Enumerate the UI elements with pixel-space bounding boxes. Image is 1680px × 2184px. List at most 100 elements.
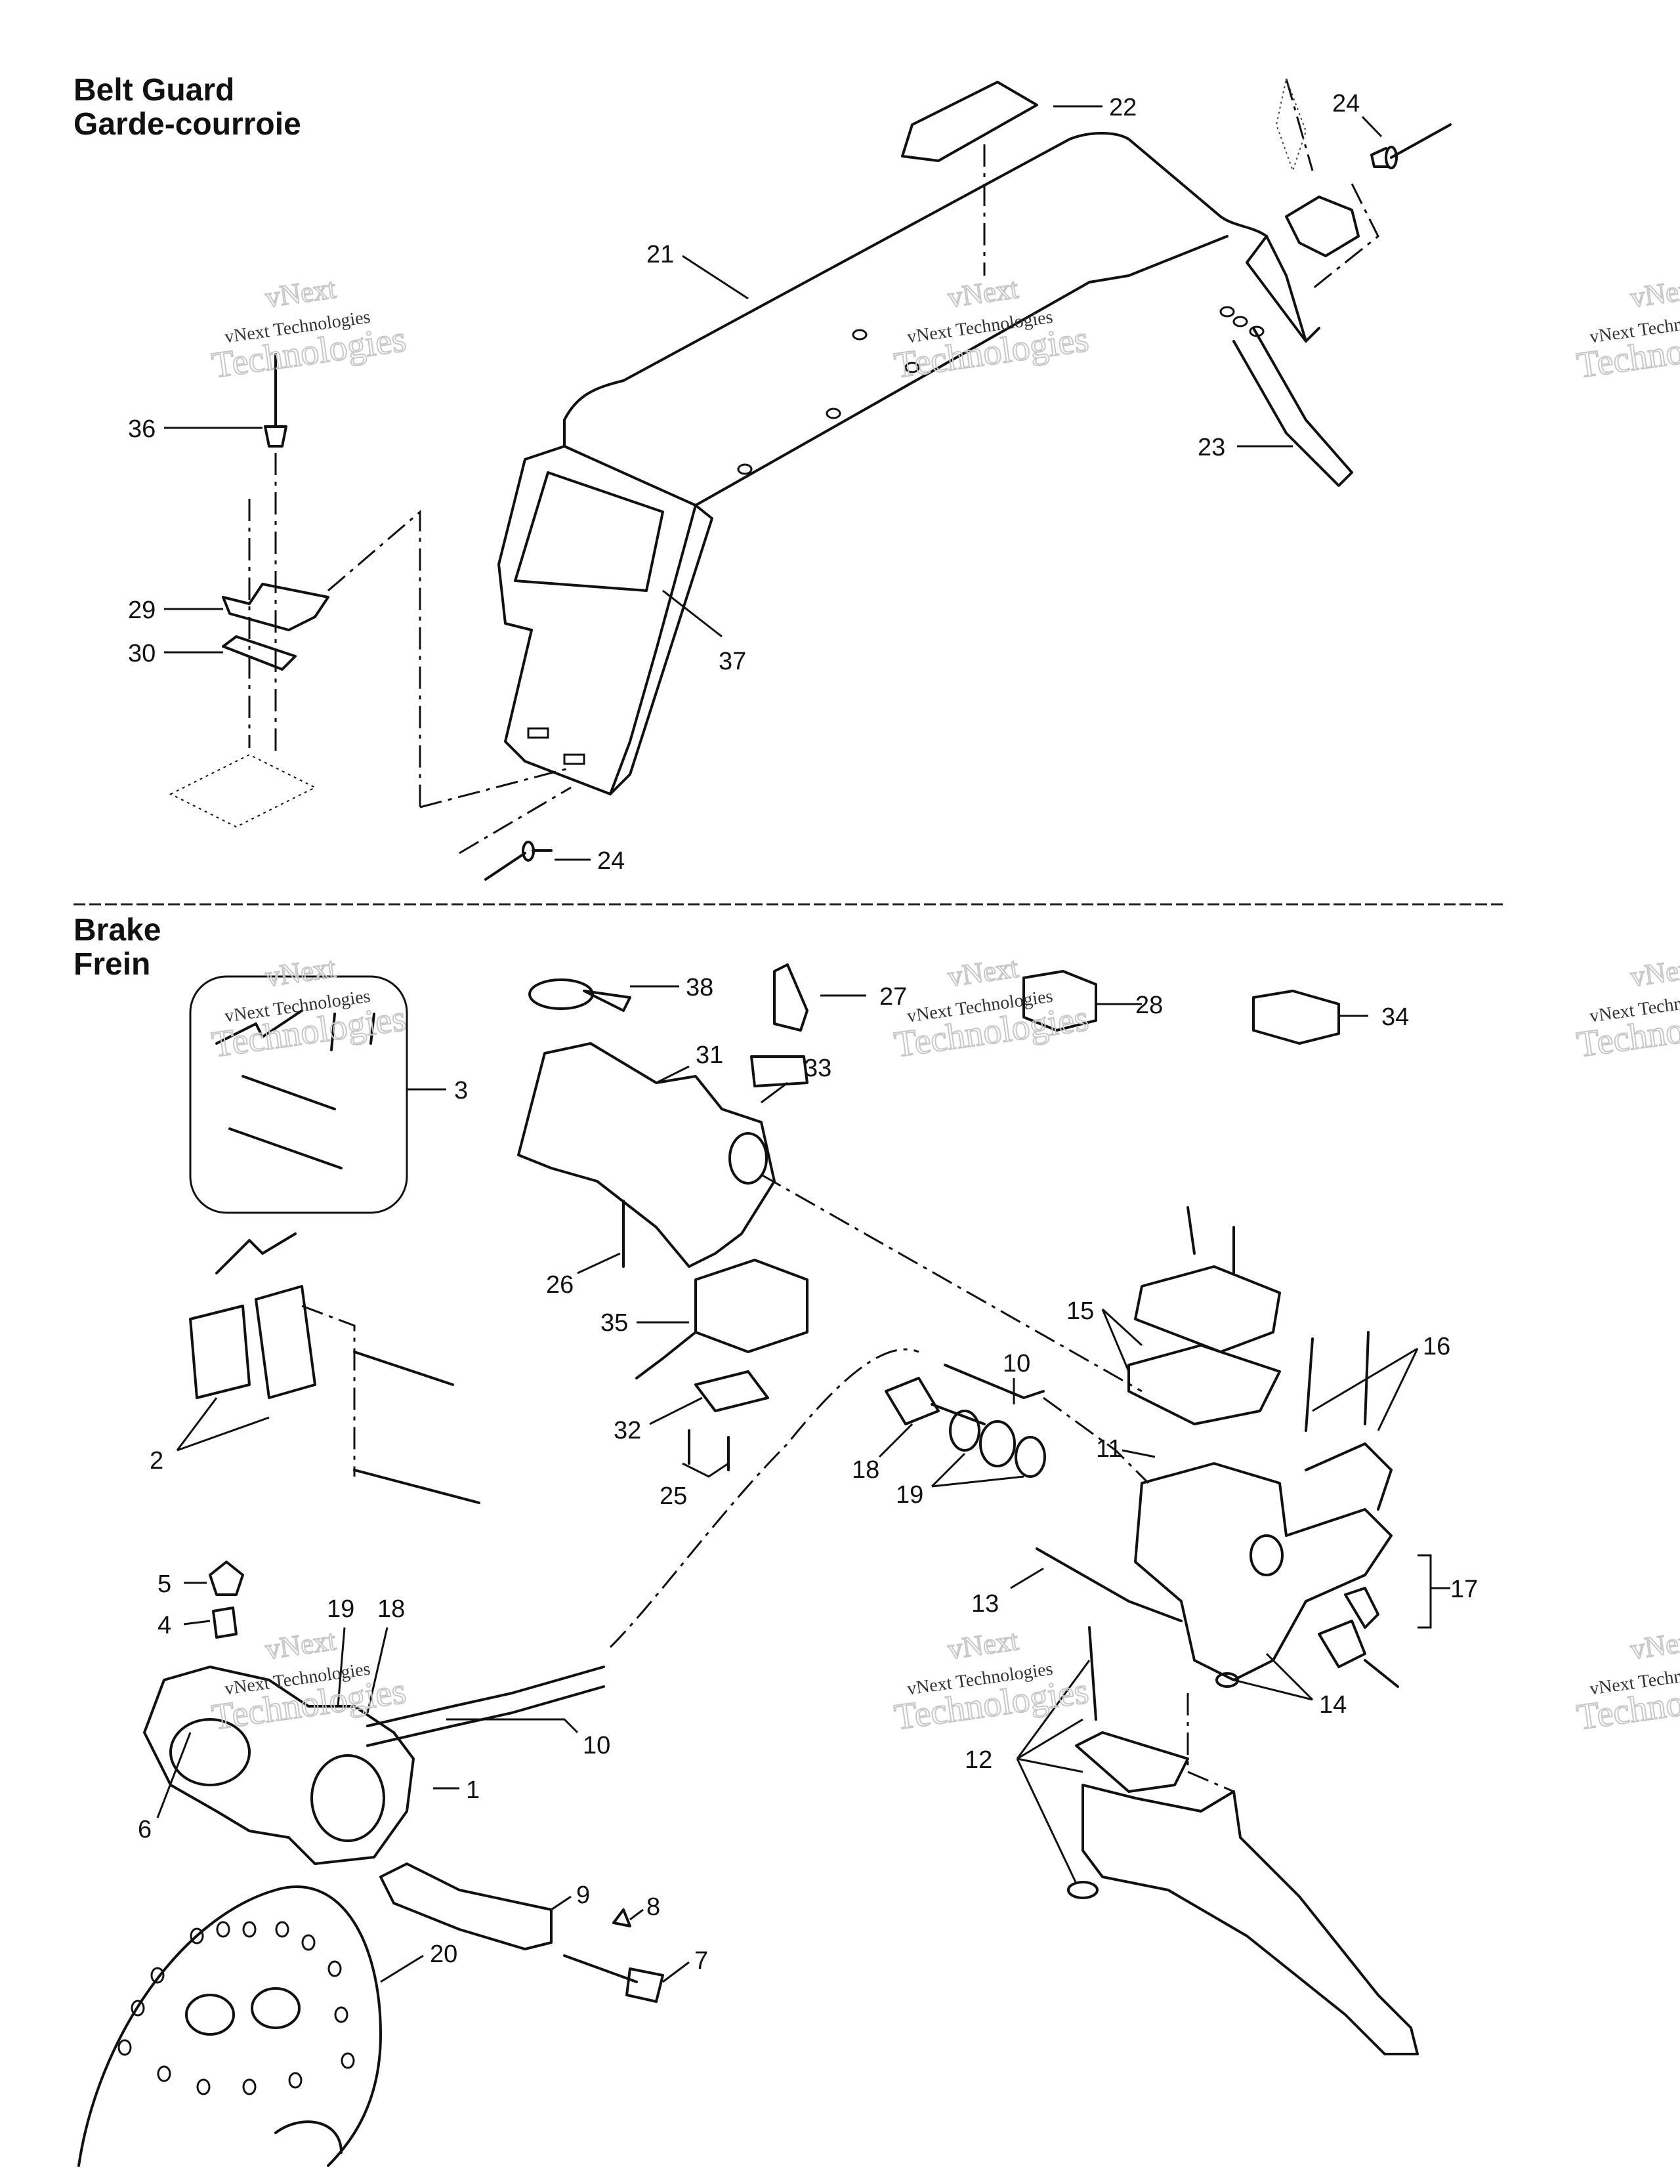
decal-22 <box>901 81 1038 162</box>
callout-5: 5 <box>158 1570 171 1598</box>
callout-30: 30 <box>128 640 156 667</box>
rivet-36 <box>264 353 287 448</box>
belt-guard-21 <box>563 132 1307 421</box>
bleeder-screw-4 <box>212 1606 238 1639</box>
watermark: vNext vNext Technologies Technologies <box>891 1624 1092 1739</box>
housing-31 <box>517 1042 776 1268</box>
strap-23 <box>1232 327 1353 487</box>
callout-34: 34 <box>1381 1003 1409 1031</box>
disc-holes <box>117 1921 355 2095</box>
callout-labels: 22 24 21 36 23 29 30 37 24 38 27 28 34 3… <box>128 90 1478 1975</box>
cable-tie-38 <box>528 978 594 1010</box>
bracket-32 <box>694 1370 769 1412</box>
decal-37 <box>514 471 664 592</box>
master-cylinder-11 <box>1134 1462 1393 1681</box>
callout-35: 35 <box>600 1309 628 1337</box>
callout-7: 7 <box>694 1947 708 1975</box>
callout-19: 19 <box>327 1595 354 1623</box>
callout-31: 31 <box>696 1041 723 1069</box>
svg-text:vNext: vNext <box>263 952 337 993</box>
svg-text:vNext: vNext <box>263 1624 337 1666</box>
clip-12 <box>1067 1881 1099 1899</box>
brake-title-en: Brake <box>74 913 161 948</box>
callout-24: 24 <box>597 847 625 875</box>
mounting-surface <box>169 753 317 828</box>
belt-guard-title-en: Belt Guard <box>74 73 235 108</box>
brake-assembly <box>77 963 1432 2167</box>
plate-30 <box>222 635 297 671</box>
spacer-12 <box>1075 1731 1189 1793</box>
brake-line-13 <box>1036 1547 1183 1622</box>
bracket-29 <box>222 583 329 631</box>
label-33 <box>750 1055 808 1087</box>
svg-text:vNext: vNext <box>263 272 337 314</box>
pivot-bolt-12 <box>1088 1626 1097 1721</box>
bolt-7 <box>563 1954 638 1983</box>
svg-text:vNext: vNext <box>946 1624 1020 1666</box>
watermark: vNext vNext Technologies Technologies <box>891 951 1092 1066</box>
callout-18: 18 <box>377 1595 405 1623</box>
brake-pad-2b <box>255 1285 316 1399</box>
callout-27: 27 <box>879 983 907 1011</box>
watermark: vNext vNext Technologies Technologies <box>209 951 410 1066</box>
brake-hose-10 <box>366 1666 605 1727</box>
section-title-brake: Brake Frein <box>74 914 161 982</box>
callout-19: 19 <box>896 1481 923 1509</box>
callout-12: 12 <box>965 1746 992 1774</box>
screw-16a <box>1305 1337 1314 1432</box>
pin-kit-box-3 <box>189 975 408 1214</box>
washer-19b <box>1015 1436 1046 1478</box>
brake-title-fr: Frein <box>74 947 151 982</box>
leader-lines <box>156 105 1450 1983</box>
callout-28: 28 <box>1135 992 1163 1019</box>
mounting-plate-9 <box>379 1862 553 1950</box>
callout-13: 13 <box>971 1590 999 1618</box>
callout-36: 36 <box>128 415 156 443</box>
brake-lever <box>1082 1784 1419 2055</box>
clip-top-right <box>1285 196 1360 257</box>
svg-text:vNext: vNext <box>1628 272 1680 314</box>
svg-text:vNext: vNext <box>946 952 1020 993</box>
callout-3: 3 <box>454 1077 468 1104</box>
callout-20: 20 <box>430 1941 457 1968</box>
hose-end-10 <box>944 1364 1045 1399</box>
watermarks: vNext vNext Technologies Technologies vN… <box>209 272 1680 1739</box>
callout-9: 9 <box>576 1881 590 1909</box>
watermark: vNext vNext Technologies Technologies <box>209 272 410 387</box>
callout-4: 4 <box>158 1612 171 1639</box>
rivet-24-bottom <box>484 841 553 881</box>
bleeder-cap-5 <box>209 1561 244 1596</box>
banjo-fitting <box>979 1420 1016 1467</box>
callout-6: 6 <box>138 1816 152 1843</box>
boot-17 <box>1344 1587 1379 1629</box>
callout-21: 21 <box>646 241 674 268</box>
callout-25: 25 <box>660 1482 687 1510</box>
svg-text:vNext: vNext <box>1628 952 1680 993</box>
belt-guard-assembly <box>169 76 1452 881</box>
callout-29: 29 <box>128 597 156 624</box>
callout-38: 38 <box>686 974 713 1001</box>
callout-10: 10 <box>1003 1350 1030 1377</box>
banjo-bolt-18 <box>885 1377 940 1425</box>
watermark: vNext vNext Technologies Technologies <box>891 272 1092 387</box>
diaphragm-15 <box>1127 1344 1281 1425</box>
caliper-1 <box>143 1666 415 1865</box>
svg-text:vNext: vNext <box>1628 1624 1680 1666</box>
callout-2: 2 <box>150 1447 163 1475</box>
belt-guard-title-fr: Garde-courroie <box>74 107 301 142</box>
callout-23: 23 <box>1198 434 1225 461</box>
watermark: vNext vNext Technologies Technologies <box>1574 951 1680 1066</box>
sensor-35 <box>694 1259 808 1353</box>
connector-34 <box>1252 990 1340 1045</box>
clip-27 <box>773 963 808 1032</box>
callout-1: 1 <box>466 1776 480 1804</box>
callout-22: 22 <box>1109 94 1137 121</box>
callout-15: 15 <box>1066 1297 1094 1325</box>
rivet-24-top <box>1370 123 1452 169</box>
watermark: vNext vNext Technologies Technologies <box>1574 1624 1680 1739</box>
section-title-belt-guard: Belt Guard Garde-courroie <box>74 74 301 142</box>
watermark: vNext vNext Technologies Technologies <box>1574 272 1680 387</box>
washer-19a <box>949 1410 980 1452</box>
